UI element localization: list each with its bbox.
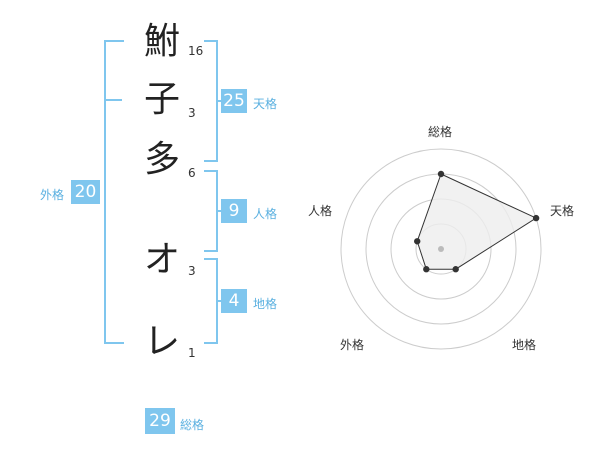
gaikaku-label: 外格 bbox=[40, 188, 65, 202]
radar-label-tenkaku: 天格 bbox=[550, 204, 575, 218]
name-char-5: レ bbox=[143, 321, 180, 362]
radar-point-地格 bbox=[452, 266, 459, 273]
stroke-count-5: 1 bbox=[188, 346, 196, 360]
radar-label-chikaku: 地格 bbox=[512, 338, 537, 352]
jinkaku-value: 9 bbox=[221, 199, 247, 223]
jinkaku-connector bbox=[216, 210, 222, 212]
chikaku-connector bbox=[216, 300, 222, 302]
gaikaku-value: 20 bbox=[71, 180, 100, 204]
name-char-3: 多 bbox=[143, 139, 180, 180]
gaikaku-bracket-tick bbox=[104, 99, 122, 101]
soukaku-label: 総格 bbox=[180, 418, 205, 432]
radar-polygon bbox=[416, 173, 538, 270]
stroke-count-4: 3 bbox=[188, 264, 196, 278]
chikaku-value: 4 bbox=[221, 289, 247, 313]
jinkaku-label: 人格 bbox=[253, 207, 278, 221]
radar-point-天格 bbox=[532, 214, 540, 222]
stroke-count-3: 6 bbox=[188, 166, 196, 180]
radar-center-dot bbox=[438, 246, 444, 252]
radar-point-総格 bbox=[437, 170, 445, 178]
radar-label-soukaku: 総格 bbox=[428, 125, 453, 139]
gaikaku-bracket bbox=[104, 40, 124, 344]
name-char-2: 子 bbox=[143, 79, 180, 120]
tenkaku-value: 25 bbox=[221, 89, 247, 113]
tenkaku-label: 天格 bbox=[253, 97, 278, 111]
radar-label-jinkaku: 人格 bbox=[308, 204, 333, 218]
stroke-count-2: 3 bbox=[188, 106, 196, 120]
stroke-count-1: 16 bbox=[188, 44, 204, 58]
radar-ring bbox=[340, 148, 542, 350]
radar-point-外格 bbox=[423, 266, 430, 273]
soukaku-value: 29 bbox=[145, 408, 175, 434]
tenkaku-connector bbox=[216, 100, 222, 102]
chikaku-label: 地格 bbox=[253, 297, 278, 311]
name-char-1: 鮒 bbox=[143, 21, 180, 62]
radar-label-gaikaku: 外格 bbox=[340, 338, 365, 352]
radar-point-人格 bbox=[414, 238, 421, 245]
name-char-4: オ bbox=[143, 239, 180, 280]
